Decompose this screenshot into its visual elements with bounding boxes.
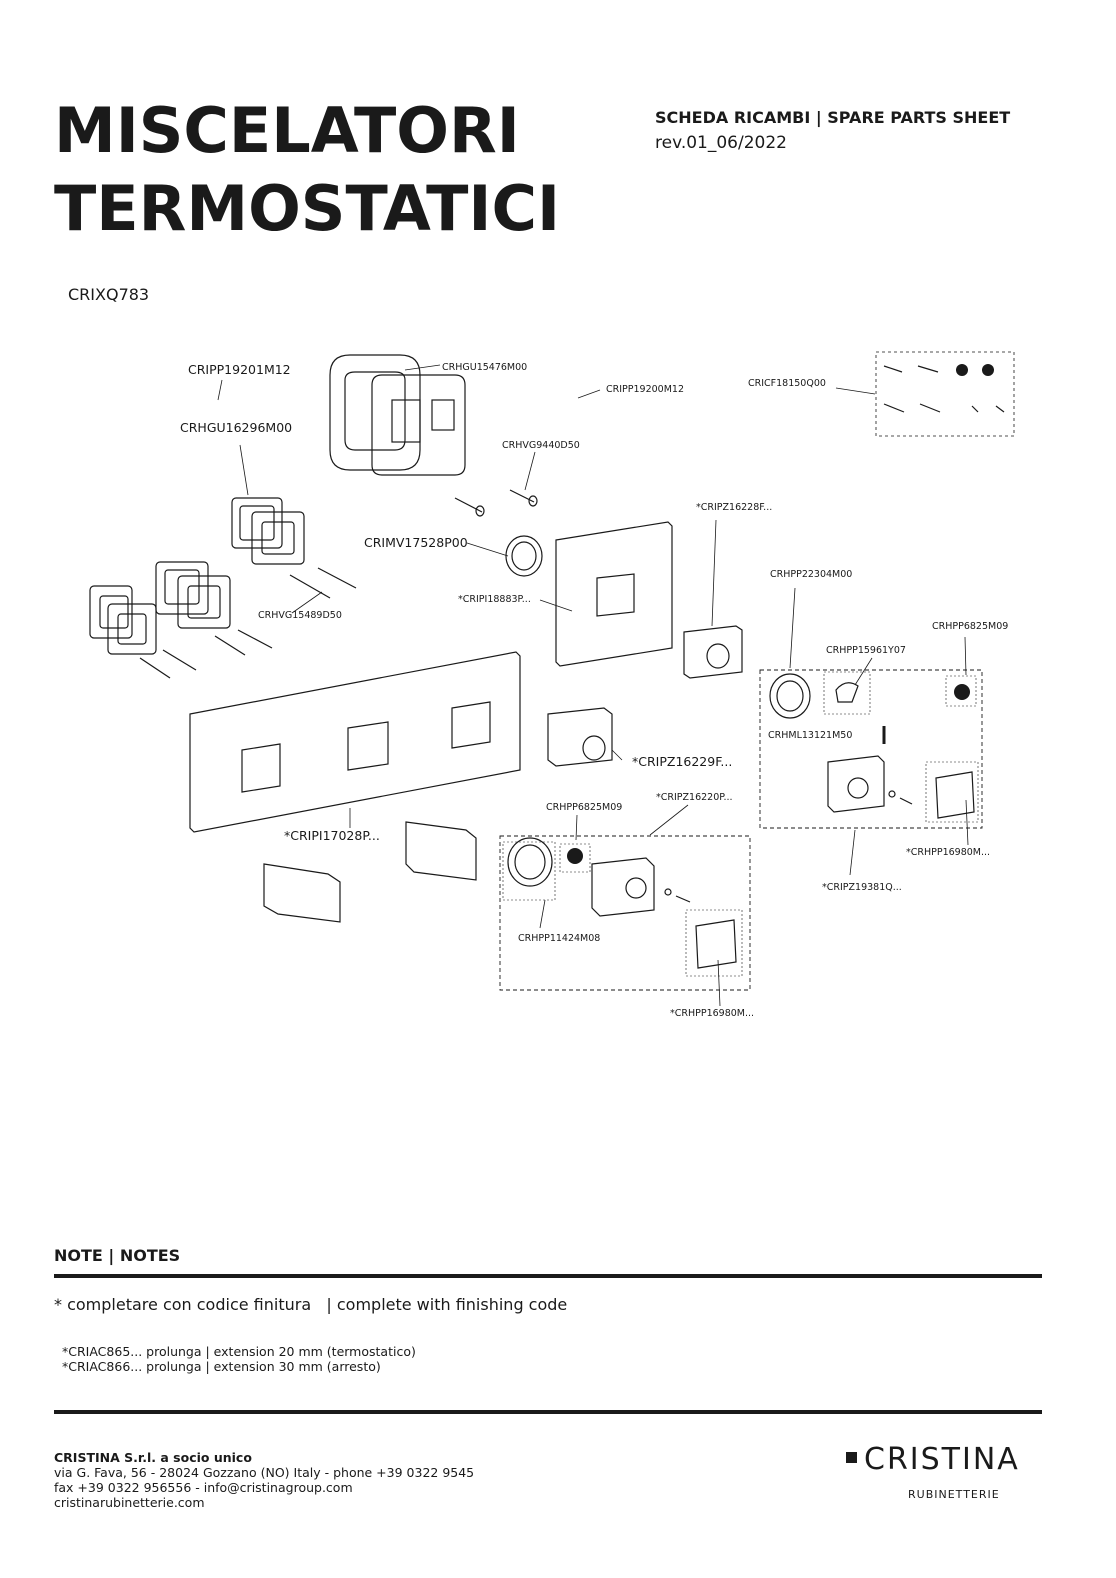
notes-heading: NOTE | NOTES xyxy=(54,1246,181,1265)
logo-subtitle: RUBINETTERIE xyxy=(908,1488,1000,1501)
title-line-2: TERMOSTATICI xyxy=(54,172,561,245)
label-cricf18150q00: CRICF18150Q00 xyxy=(748,378,826,389)
cap-dark-1 xyxy=(954,684,970,700)
label-crhgu16296m00: CRHGU16296M00 xyxy=(180,420,292,435)
company-name: CRISTINA S.r.l. a socio unico xyxy=(54,1450,252,1465)
label-crhpp6825m09-a: CRHPP6825M09 xyxy=(932,621,1008,632)
note-finishing-code: * completare con codice finitura | compl… xyxy=(54,1295,568,1314)
notes-divider-bottom xyxy=(54,1410,1042,1414)
label-cripp19200m12: CRIPP19200M12 xyxy=(606,384,684,395)
company-website: cristinarubinetterie.com xyxy=(54,1495,205,1510)
company-fax-email: fax +39 0322 956556 - info@cristinagroup… xyxy=(54,1480,353,1495)
revision-label: rev.01_06/2022 xyxy=(655,133,787,153)
cristina-logo: CRISTINA RUBINETTERIE xyxy=(846,1442,1041,1508)
sheet-label: SCHEDA RICAMBI | SPARE PARTS SHEET xyxy=(655,108,1011,127)
label-cripz19381q: *CRIPZ19381Q... xyxy=(822,882,902,893)
logo-wordmark: CRISTINA xyxy=(864,1442,1020,1477)
label-crhvg15489d50: CRHVG15489D50 xyxy=(258,610,342,621)
label-crimv17528p00: CRIMV17528P00 xyxy=(364,535,468,550)
label-cripi18883p: *CRIPI18883P... xyxy=(458,594,531,605)
cap-dark-2 xyxy=(567,848,583,864)
label-crhvg9440d50: CRHVG9440D50 xyxy=(502,440,580,451)
note-extension-30mm: *CRIAC866... prolunga | extension 30 mm … xyxy=(62,1359,381,1374)
label-crhpp16980m-a: *CRHPP16980M... xyxy=(906,847,990,858)
company-address: via G. Fava, 56 - 28024 Gozzano (NO) Ita… xyxy=(54,1465,475,1480)
label-crhpp16980m-b: *CRHPP16980M... xyxy=(670,1008,754,1019)
product-code: CRIXQ783 xyxy=(68,285,150,304)
label-cripz16229f: *CRIPZ16229F... xyxy=(632,754,732,769)
label-crhpp22304m00: CRHPP22304M00 xyxy=(770,569,852,580)
label-cripp19201m12: CRIPP19201M12 xyxy=(188,362,291,377)
title-line-1: MISCELATORI xyxy=(54,94,520,167)
label-cripi17028p: *CRIPI17028P... xyxy=(284,828,380,843)
notes-divider-top xyxy=(54,1274,1042,1278)
label-cripz16220p: *CRIPZ16220P... xyxy=(656,792,733,803)
label-crhml13121m50: CRHML13121M50 xyxy=(768,730,852,741)
page-title: MISCELATORI TERMOSTATICI xyxy=(54,92,560,248)
label-crhpp6825m09-b: CRHPP6825M09 xyxy=(546,802,622,813)
logo-square-icon xyxy=(846,1452,857,1463)
parts-drawing: CRIPP19201M12 CRHGU16296M00 CRHGU15476M0… xyxy=(89,351,1015,1019)
label-crhpp15961y07: CRHPP15961Y07 xyxy=(826,645,906,656)
company-info: CRISTINA S.r.l. a socio unico via G. Fav… xyxy=(54,1450,474,1510)
exploded-parts-diagram: CRIPP19201M12 CRHGU16296M00 CRHGU15476M0… xyxy=(0,330,1116,1050)
label-crhpp11424m08: CRHPP11424M08 xyxy=(518,933,600,944)
label-cripz16228f: *CRIPZ16228F... xyxy=(696,502,772,513)
label-crhgu15476m00: CRHGU15476M00 xyxy=(442,362,527,373)
note-extension-20mm: *CRIAC865... prolunga | extension 20 mm … xyxy=(62,1344,416,1359)
